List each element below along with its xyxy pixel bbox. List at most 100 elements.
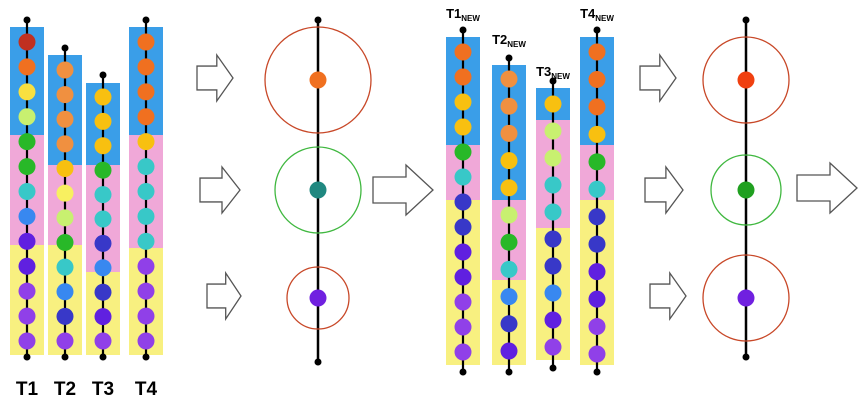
left-column-1-dot bbox=[18, 183, 36, 200]
right-column-3-dot bbox=[544, 284, 562, 302]
left-column-3-dot bbox=[94, 186, 112, 204]
left-column-1-dot bbox=[18, 33, 36, 51]
right-column-4-dot bbox=[588, 70, 606, 88]
right-column-1-dot bbox=[454, 43, 472, 61]
right-column-1-dot bbox=[454, 68, 472, 86]
right-column-4-dot bbox=[588, 290, 606, 308]
centroid-set-2-ring-2 bbox=[710, 154, 782, 226]
right-column-4-label-subscript: NEW bbox=[595, 14, 614, 23]
left-column-3-dot bbox=[94, 308, 112, 326]
centroid-set-1-centroid-2 bbox=[309, 181, 327, 199]
left-column-4-dot bbox=[137, 33, 155, 51]
right-column-1-dot bbox=[454, 343, 472, 361]
right-column-4-dot bbox=[588, 263, 606, 281]
left-column-2-end-bottom bbox=[61, 353, 69, 361]
left-column-1-dot bbox=[18, 207, 36, 225]
right-column-2-dot bbox=[500, 342, 518, 360]
right-column-4-dot bbox=[588, 235, 606, 253]
right-column-4-dot bbox=[588, 153, 606, 171]
left-column-4-dot bbox=[137, 207, 155, 225]
left-column-4-dot bbox=[137, 232, 155, 250]
left-column-3-dot bbox=[94, 332, 112, 350]
left-column-4-dot bbox=[137, 58, 155, 76]
left-column-2-dot bbox=[56, 283, 74, 301]
right-column-1-dot bbox=[454, 143, 472, 161]
left-column-2-dot bbox=[56, 160, 74, 178]
left-column-1-dot bbox=[18, 332, 36, 350]
right-column-1-label-subscript: NEW bbox=[461, 14, 480, 23]
left-column-2-label: T2 bbox=[54, 379, 76, 400]
right-column-1-end-top bbox=[459, 26, 467, 34]
left-column-4-dot bbox=[137, 183, 155, 200]
centroid-set-1-ring-1 bbox=[264, 26, 372, 134]
arrow-icon bbox=[206, 270, 242, 322]
left-column-2-dot bbox=[56, 209, 74, 227]
right-column-4-dot bbox=[588, 125, 606, 143]
arrow-icon bbox=[639, 52, 677, 104]
left-column-1-dot bbox=[18, 83, 36, 101]
left-column-3-end-bottom bbox=[99, 353, 107, 361]
left-column-2-dot bbox=[56, 233, 74, 251]
right-column-2-dot bbox=[500, 233, 518, 251]
right-column-2-dot bbox=[500, 206, 518, 224]
left-column-1-dot bbox=[18, 257, 36, 275]
right-column-1-end-bottom bbox=[459, 368, 467, 376]
left-column-2-dot bbox=[56, 184, 74, 202]
right-column-4-dot bbox=[588, 43, 606, 61]
left-column-3-dot bbox=[94, 210, 112, 228]
right-column-2-dot bbox=[500, 260, 518, 278]
left-column-2-dot bbox=[56, 135, 74, 153]
left-column-2-dot bbox=[56, 86, 74, 104]
left-column-4-dot bbox=[137, 83, 155, 101]
centroid-set-1-end-bottom bbox=[314, 358, 322, 366]
right-column-3-dot bbox=[544, 176, 562, 194]
right-column-1-dot bbox=[454, 318, 472, 336]
right-column-2-label: T2NEW bbox=[492, 32, 526, 49]
right-column-4-dot bbox=[588, 180, 606, 198]
right-column-2-dot bbox=[500, 179, 518, 197]
right-column-3-dot bbox=[544, 122, 562, 140]
right-column-2-dot bbox=[500, 124, 518, 142]
left-column-1-end-bottom bbox=[23, 353, 31, 361]
left-column-4-end-top bbox=[142, 16, 150, 24]
centroid-set-1-centroid-1 bbox=[309, 71, 327, 89]
right-column-2-dot bbox=[500, 70, 518, 88]
left-column-4-dot bbox=[137, 158, 155, 176]
right-column-1-dot bbox=[454, 93, 472, 111]
left-column-3-dot bbox=[94, 88, 112, 106]
left-column-3-end-top bbox=[99, 71, 107, 79]
centroid-set-1-end-top bbox=[314, 16, 322, 24]
left-column-2-dot bbox=[56, 61, 74, 79]
right-column-1-label: T1NEW bbox=[446, 6, 480, 23]
left-column-1-dot bbox=[18, 232, 36, 250]
left-column-4-dot bbox=[137, 133, 155, 151]
right-column-2-label-subscript: NEW bbox=[507, 40, 526, 49]
right-column-3-end-top bbox=[549, 77, 557, 85]
left-column-4-dot bbox=[137, 257, 155, 275]
left-column-3-dot bbox=[94, 283, 112, 301]
left-column-3-dot bbox=[94, 137, 112, 155]
left-column-3-dot bbox=[94, 259, 112, 277]
centroid-set-2-centroid-3 bbox=[737, 289, 755, 307]
centroid-set-2-centroid-2 bbox=[737, 181, 755, 199]
left-column-4-dot bbox=[137, 282, 155, 300]
arrow-icon bbox=[196, 52, 234, 104]
left-column-1-dot bbox=[18, 158, 36, 176]
right-column-3-dot bbox=[544, 257, 562, 275]
left-column-2-dot bbox=[56, 307, 74, 325]
right-column-3-dot bbox=[544, 311, 562, 329]
centroid-set-1-ring-2 bbox=[274, 146, 362, 234]
left-column-4-label: T4 bbox=[135, 379, 158, 400]
left-column-3-label: T3 bbox=[92, 379, 114, 400]
right-column-3-label: T3NEW bbox=[536, 64, 570, 81]
arrow-icon bbox=[644, 165, 684, 215]
right-column-3-dot bbox=[544, 203, 562, 221]
left-column-1-dot bbox=[18, 58, 36, 76]
right-column-4-label: T4NEW bbox=[580, 6, 614, 23]
right-column-2-dot bbox=[500, 315, 518, 333]
left-column-1-dot bbox=[18, 133, 36, 151]
right-column-1-dot bbox=[454, 243, 472, 261]
centroid-set-2-centroid-1 bbox=[737, 71, 755, 89]
right-column-4-dot bbox=[588, 208, 606, 226]
